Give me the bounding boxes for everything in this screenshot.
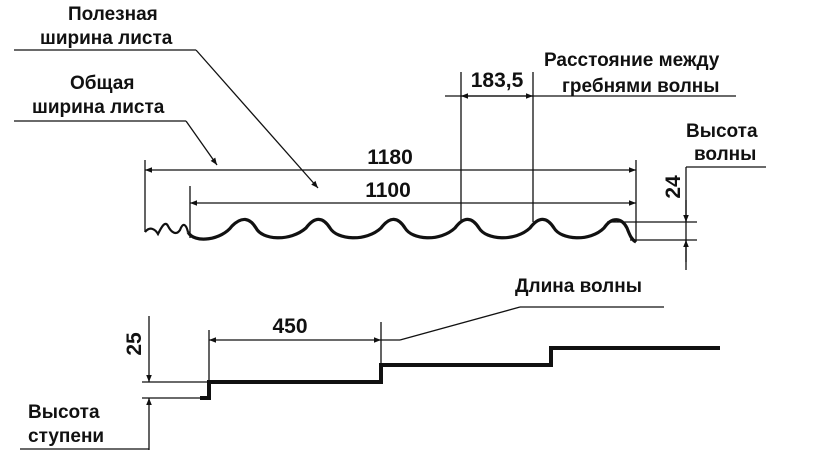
step-height-value: 25 [123, 332, 146, 356]
step-profile [200, 346, 720, 400]
useful-width-label-line1: Полезная [68, 4, 158, 25]
total-width-leader [185, 120, 218, 166]
wave-height-label-line1: Высота [686, 121, 758, 142]
total-width-value: 1180 [367, 146, 413, 169]
wave-height-value: 24 [662, 175, 685, 199]
ridge-distance-label-line2: гребнями волны [562, 76, 719, 97]
step-height-label-line2: ступени [28, 426, 104, 447]
useful-width-leader [195, 49, 319, 189]
ridge-distance-value: 183,5 [471, 69, 524, 92]
wave-height-label-line2: волны [694, 144, 756, 165]
wave-profile [186, 217, 637, 244]
useful-width-value: 1100 [365, 179, 411, 202]
wave-length-label: Длина волны [515, 276, 642, 297]
useful-width-label-line2: ширина листа [40, 28, 173, 49]
total-width-label-line2: ширина листа [32, 97, 165, 118]
sheet-edge-overlap [144, 222, 190, 237]
total-width-label-line1: Общая [70, 73, 134, 94]
wave-length-leader [399, 306, 521, 341]
wave-length-value: 450 [272, 315, 307, 338]
ridge-distance-label-line1: Расстояние между [544, 50, 720, 71]
step-height-label-line1: Высота [28, 402, 100, 423]
